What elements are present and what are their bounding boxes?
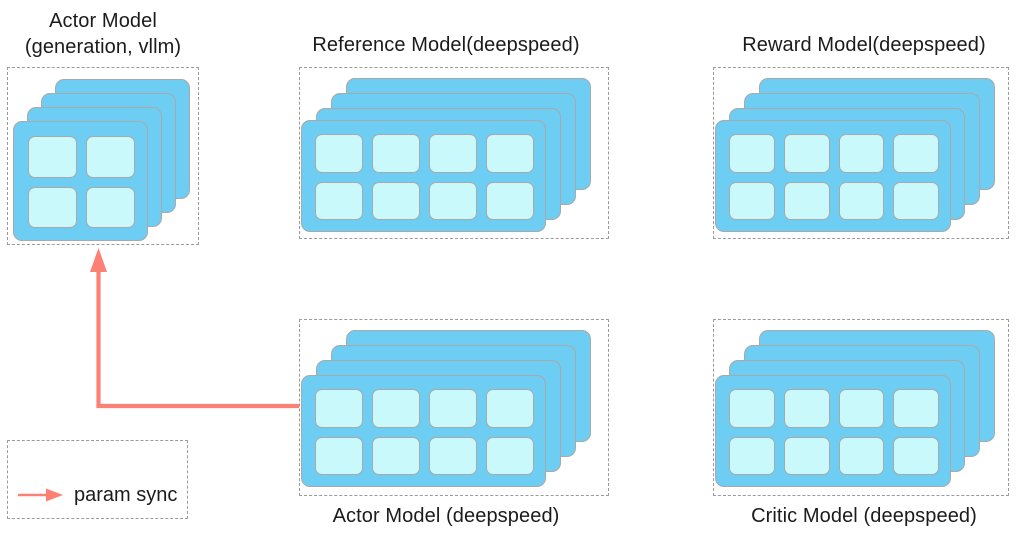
card-cell [893,436,939,475]
legend-box [7,440,188,519]
legend-label-param-sync: param sync [74,484,178,506]
card-cell-grid [28,136,135,228]
card-cell [372,181,420,220]
card-cell [86,136,135,178]
group-box-reference-model [299,67,609,239]
card-cell [429,181,477,220]
card-cell [838,436,885,475]
card-cell [429,436,477,475]
card-stack-reference-model [300,68,608,238]
card-cell [729,134,775,173]
group-box-critic-model [713,319,1009,496]
card-cell [429,134,477,173]
card-cell [838,134,885,173]
card-cell [486,181,534,220]
group-title-critic-model: Critic Model (deepspeed) [751,505,977,527]
card-cell-grid [729,389,939,475]
group-title-reward-model: Reward Model(deepspeed) [742,34,986,56]
card-cell-grid [315,389,534,475]
group-title-reference-model: Reference Model(deepspeed) [312,34,580,56]
param-sync-line [96,267,299,409]
card-stack-reward-model [714,68,1008,238]
card-cell [372,436,420,475]
card-cell [28,186,77,228]
card-layer-1 [301,120,546,232]
card-cell-grid [315,134,534,220]
card-layer-1 [301,375,546,487]
card-cell [486,134,534,173]
card-cell [486,389,534,428]
card-cell [28,136,77,178]
card-cell [783,436,830,475]
card-cell [486,436,534,475]
group-box-actor-deepspeed [299,319,609,496]
card-cell [86,186,135,228]
legend-entry-param-sync: param sync [17,483,177,507]
card-cell [838,181,885,220]
card-cell [783,181,830,220]
card-layer-1 [715,120,951,232]
card-cell [783,134,830,173]
card-cell [315,181,363,220]
card-stack-actor-vllm [8,68,198,244]
card-cell [429,389,477,428]
card-cell [315,134,363,173]
card-stack-actor-deepspeed [300,320,608,495]
card-cell [893,389,939,428]
group-box-reward-model [713,67,1009,239]
card-cell [315,389,363,428]
card-cell [372,134,420,173]
group-title-actor-vllm: Actor Model (generation, vllm) [24,10,182,58]
group-box-actor-vllm [7,67,199,245]
param-sync-arrowhead-icon [90,248,107,272]
card-cell [729,389,775,428]
card-stack-critic-model [714,320,1008,495]
card-cell [838,389,885,428]
card-cell [315,436,363,475]
group-title-actor-deepspeed: Actor Model (deepspeed) [332,505,560,527]
card-cell [783,389,830,428]
card-cell [729,181,775,220]
card-cell [729,436,775,475]
card-layer-1 [13,121,148,241]
legend-arrow-icon [18,488,63,502]
card-cell [372,389,420,428]
card-cell [893,134,939,173]
card-cell-grid [729,134,939,220]
card-cell [893,181,939,220]
card-layer-1 [715,375,951,487]
